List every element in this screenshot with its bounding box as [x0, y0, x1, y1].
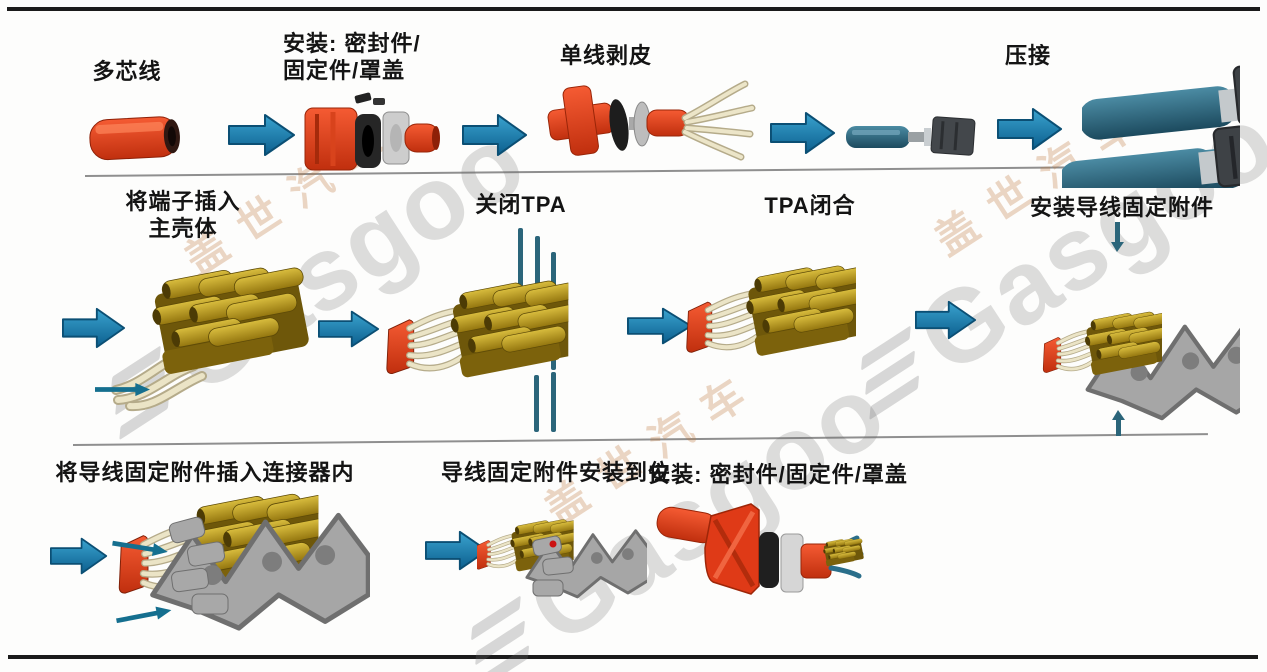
top-border-rule — [7, 7, 1260, 11]
step-label-install-seal-final: 安装: 密封件/固定件/罩盖 — [648, 462, 908, 487]
step-label-fixture-installed: 导线固定附件安装到位 — [440, 460, 672, 485]
illustration-final-assembly-exploded — [656, 503, 875, 595]
row-separator-2 — [72, 433, 1208, 446]
arrow-right-icon — [997, 106, 1063, 152]
illustration-stripped-wire-seal — [547, 80, 756, 161]
arrow-right-icon — [318, 309, 380, 349]
illustration-connector-fixture-installed — [477, 492, 647, 632]
step-label-insert-fixture: 将导线固定附件插入连接器内 — [55, 460, 355, 485]
step-label-install-seal-parts: 安装: 密封件/ 固定件/罩盖 — [283, 31, 421, 83]
step-label-crimp: 压接 — [1004, 43, 1052, 68]
bottom-border-rule — [8, 655, 1258, 659]
arrow-right-icon — [770, 110, 836, 156]
illustration-connector-with-fixture-parts — [1040, 222, 1240, 438]
illustration-crimped-single-wire — [846, 116, 976, 156]
arrow-right-icon — [50, 536, 108, 576]
step-label-insert-terminal: 将端子插入 主壳体 — [125, 189, 241, 241]
step-label-close-tpa: 关闭TPA — [475, 192, 567, 217]
illustration-crimped-wire-bundle — [1058, 52, 1240, 188]
illustration-connector-tpa-closed — [685, 262, 913, 407]
step-label-strip-single-wire: 单线剥皮 — [559, 43, 653, 68]
illustration-connector-fixture-inserting — [112, 490, 370, 645]
arrow-right-icon — [915, 299, 977, 341]
arrow-right-icon — [462, 112, 528, 158]
illustration-multi-core-cable — [89, 116, 180, 161]
illustration-seal-parts-exploded — [304, 92, 440, 171]
illustration-connector-terminals-inserted — [95, 250, 317, 412]
step-label-multi-core-wire: 多芯线 — [92, 59, 162, 84]
illustration-connector-tpa-pins — [385, 228, 620, 432]
step-label-tpa-closed: TPA闭合 — [764, 193, 856, 218]
arrow-right-icon — [627, 306, 693, 346]
arrow-right-icon — [228, 112, 296, 158]
step-label-install-wire-fixture: 安装导线固定附件 — [1029, 195, 1215, 220]
